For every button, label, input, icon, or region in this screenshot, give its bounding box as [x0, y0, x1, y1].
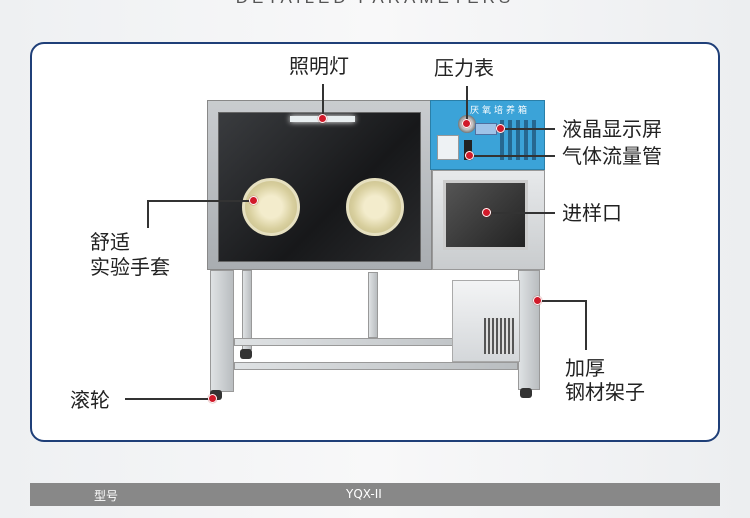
- label-sample-port: 进样口: [562, 201, 622, 225]
- leader-line: [147, 200, 149, 228]
- leader-line: [322, 84, 324, 118]
- frame-leg: [518, 270, 540, 390]
- panel-slot: [437, 135, 459, 160]
- leader-line: [500, 128, 555, 130]
- label-frame-line1: 加厚: [565, 356, 605, 380]
- leader-line: [585, 300, 587, 350]
- lcd-screen: [475, 123, 497, 135]
- frame-leg: [368, 272, 378, 338]
- glove-port-left: [242, 178, 300, 236]
- marker-dot: [462, 119, 471, 128]
- label-gloves-line1: 舒适: [90, 230, 130, 254]
- spec-row: 型号 YQX-II: [30, 483, 720, 506]
- control-keys: [500, 120, 540, 160]
- marker-dot: [533, 296, 542, 305]
- leader-line: [487, 212, 555, 214]
- leader-line: [466, 86, 468, 122]
- label-gloves-line2: 实验手套: [90, 255, 170, 279]
- marker-dot: [249, 196, 258, 205]
- marker-dot: [496, 124, 505, 133]
- spec-value: YQX-II: [346, 487, 382, 501]
- frame-leg: [210, 270, 234, 392]
- gas-flow-tube: [464, 140, 472, 160]
- spec-key: 型号: [94, 489, 119, 503]
- caster-wheel: [520, 388, 532, 398]
- leader-line: [470, 155, 555, 157]
- glove-port-right: [346, 178, 404, 236]
- label-pressure-gauge: 压力表: [434, 56, 494, 80]
- sample-port-window: [443, 180, 528, 250]
- leader-line: [125, 398, 213, 400]
- chiller-grill: [484, 318, 514, 354]
- leader-line: [538, 300, 586, 302]
- marker-dot: [482, 208, 491, 217]
- panel-label: 厌氧培养箱: [470, 106, 531, 116]
- leader-line: [147, 200, 252, 202]
- marker-dot: [465, 151, 474, 160]
- caster-wheel: [240, 349, 252, 359]
- frame-crossbar: [234, 362, 518, 370]
- marker-dot: [318, 114, 327, 123]
- label-frame-line2: 钢材架子: [565, 380, 645, 404]
- label-lighting: 照明灯: [289, 54, 349, 78]
- section-title: DETAILED PARAMETERS: [0, 0, 750, 8]
- label-casters: 滚轮: [70, 388, 110, 412]
- label-gas-flow-tube: 气体流量管: [562, 144, 662, 168]
- marker-dot: [208, 394, 217, 403]
- label-lcd-screen: 液晶显示屏: [562, 117, 662, 141]
